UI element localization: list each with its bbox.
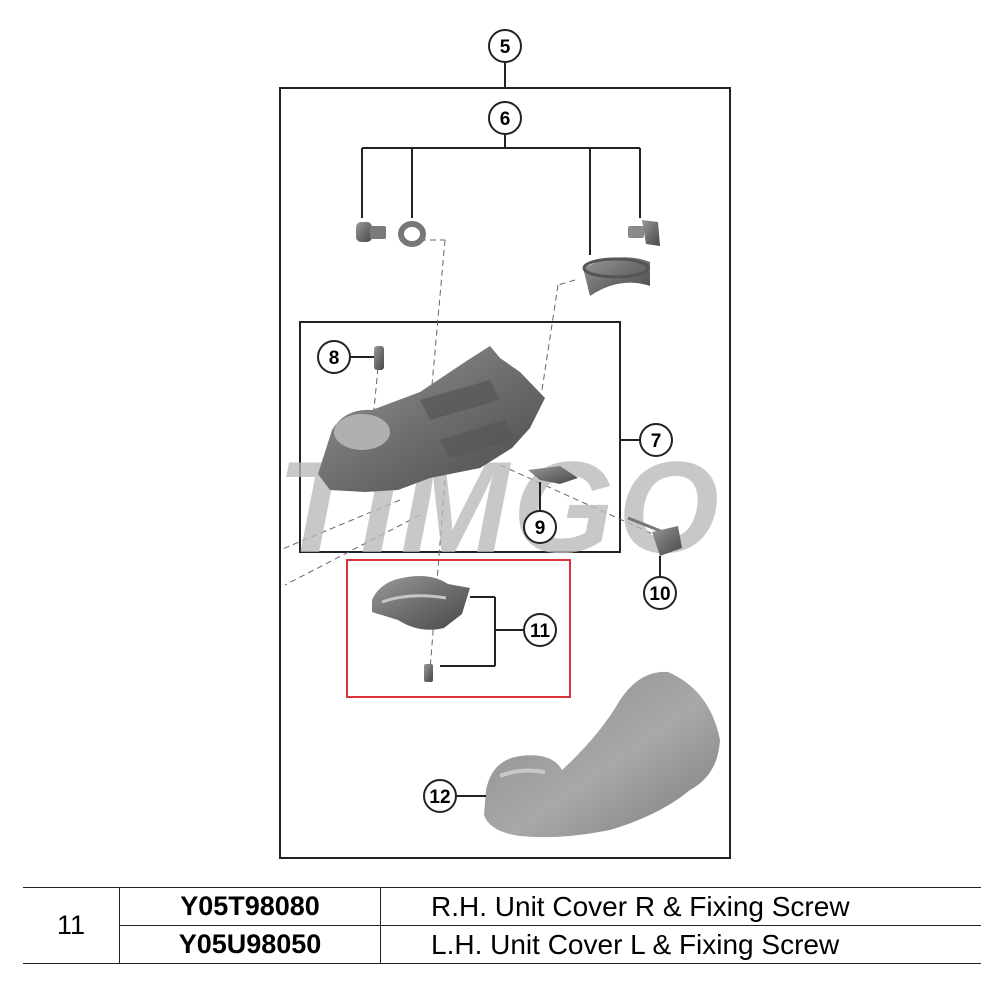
spring-part bbox=[528, 466, 578, 484]
part-code: Y05T98080 bbox=[119, 887, 381, 926]
clamp-band-part bbox=[582, 257, 650, 296]
svg-text:5: 5 bbox=[500, 37, 511, 58]
callout-9: 9 bbox=[523, 510, 557, 544]
unit-cover-part bbox=[372, 576, 470, 630]
leader-11 bbox=[440, 596, 524, 667]
svg-text:9: 9 bbox=[535, 518, 546, 539]
fixing-screw-part bbox=[424, 664, 433, 682]
leader-6 bbox=[361, 134, 641, 255]
callout-5: 5 bbox=[488, 29, 522, 63]
svg-text:8: 8 bbox=[329, 348, 340, 369]
part-code: Y05U98050 bbox=[119, 925, 381, 964]
callout-7: 7 bbox=[639, 423, 673, 457]
subassembly-box bbox=[299, 321, 621, 553]
svg-text:10: 10 bbox=[649, 584, 670, 605]
reference-number: 11 bbox=[23, 887, 120, 964]
fixing-bolt-part bbox=[628, 220, 660, 246]
lever-hood-part bbox=[484, 671, 720, 838]
callout-12: 12 bbox=[423, 779, 457, 813]
svg-text:7: 7 bbox=[651, 431, 662, 452]
svg-text:6: 6 bbox=[500, 109, 511, 130]
callout-11: 11 bbox=[523, 613, 557, 647]
highlight-box bbox=[346, 559, 571, 698]
svg-text:11: 11 bbox=[530, 621, 551, 642]
exploded-parts-diagram: TIMGO bbox=[277, 29, 731, 859]
pin-part bbox=[374, 346, 384, 370]
table-row: Y05U98050 L.H. Unit Cover L & Fixing Scr… bbox=[23, 925, 981, 964]
callout-8: 8 bbox=[317, 340, 351, 374]
part-description: L.H. Unit Cover L & Fixing Screw bbox=[380, 925, 981, 964]
washer-part bbox=[398, 221, 426, 247]
lever-bracket-body bbox=[318, 346, 545, 492]
part-description: R.H. Unit Cover R & Fixing Screw bbox=[380, 887, 981, 926]
callout-6: 6 bbox=[488, 101, 522, 135]
parts-table: 11 Y05T98080 R.H. Unit Cover R & Fixing … bbox=[23, 887, 981, 964]
callout-10: 10 bbox=[643, 576, 677, 610]
svg-text:12: 12 bbox=[429, 787, 450, 808]
bolt-part bbox=[356, 222, 386, 242]
adjust-screw-part bbox=[627, 516, 682, 556]
table-row: 11 Y05T98080 R.H. Unit Cover R & Fixing … bbox=[23, 887, 981, 964]
